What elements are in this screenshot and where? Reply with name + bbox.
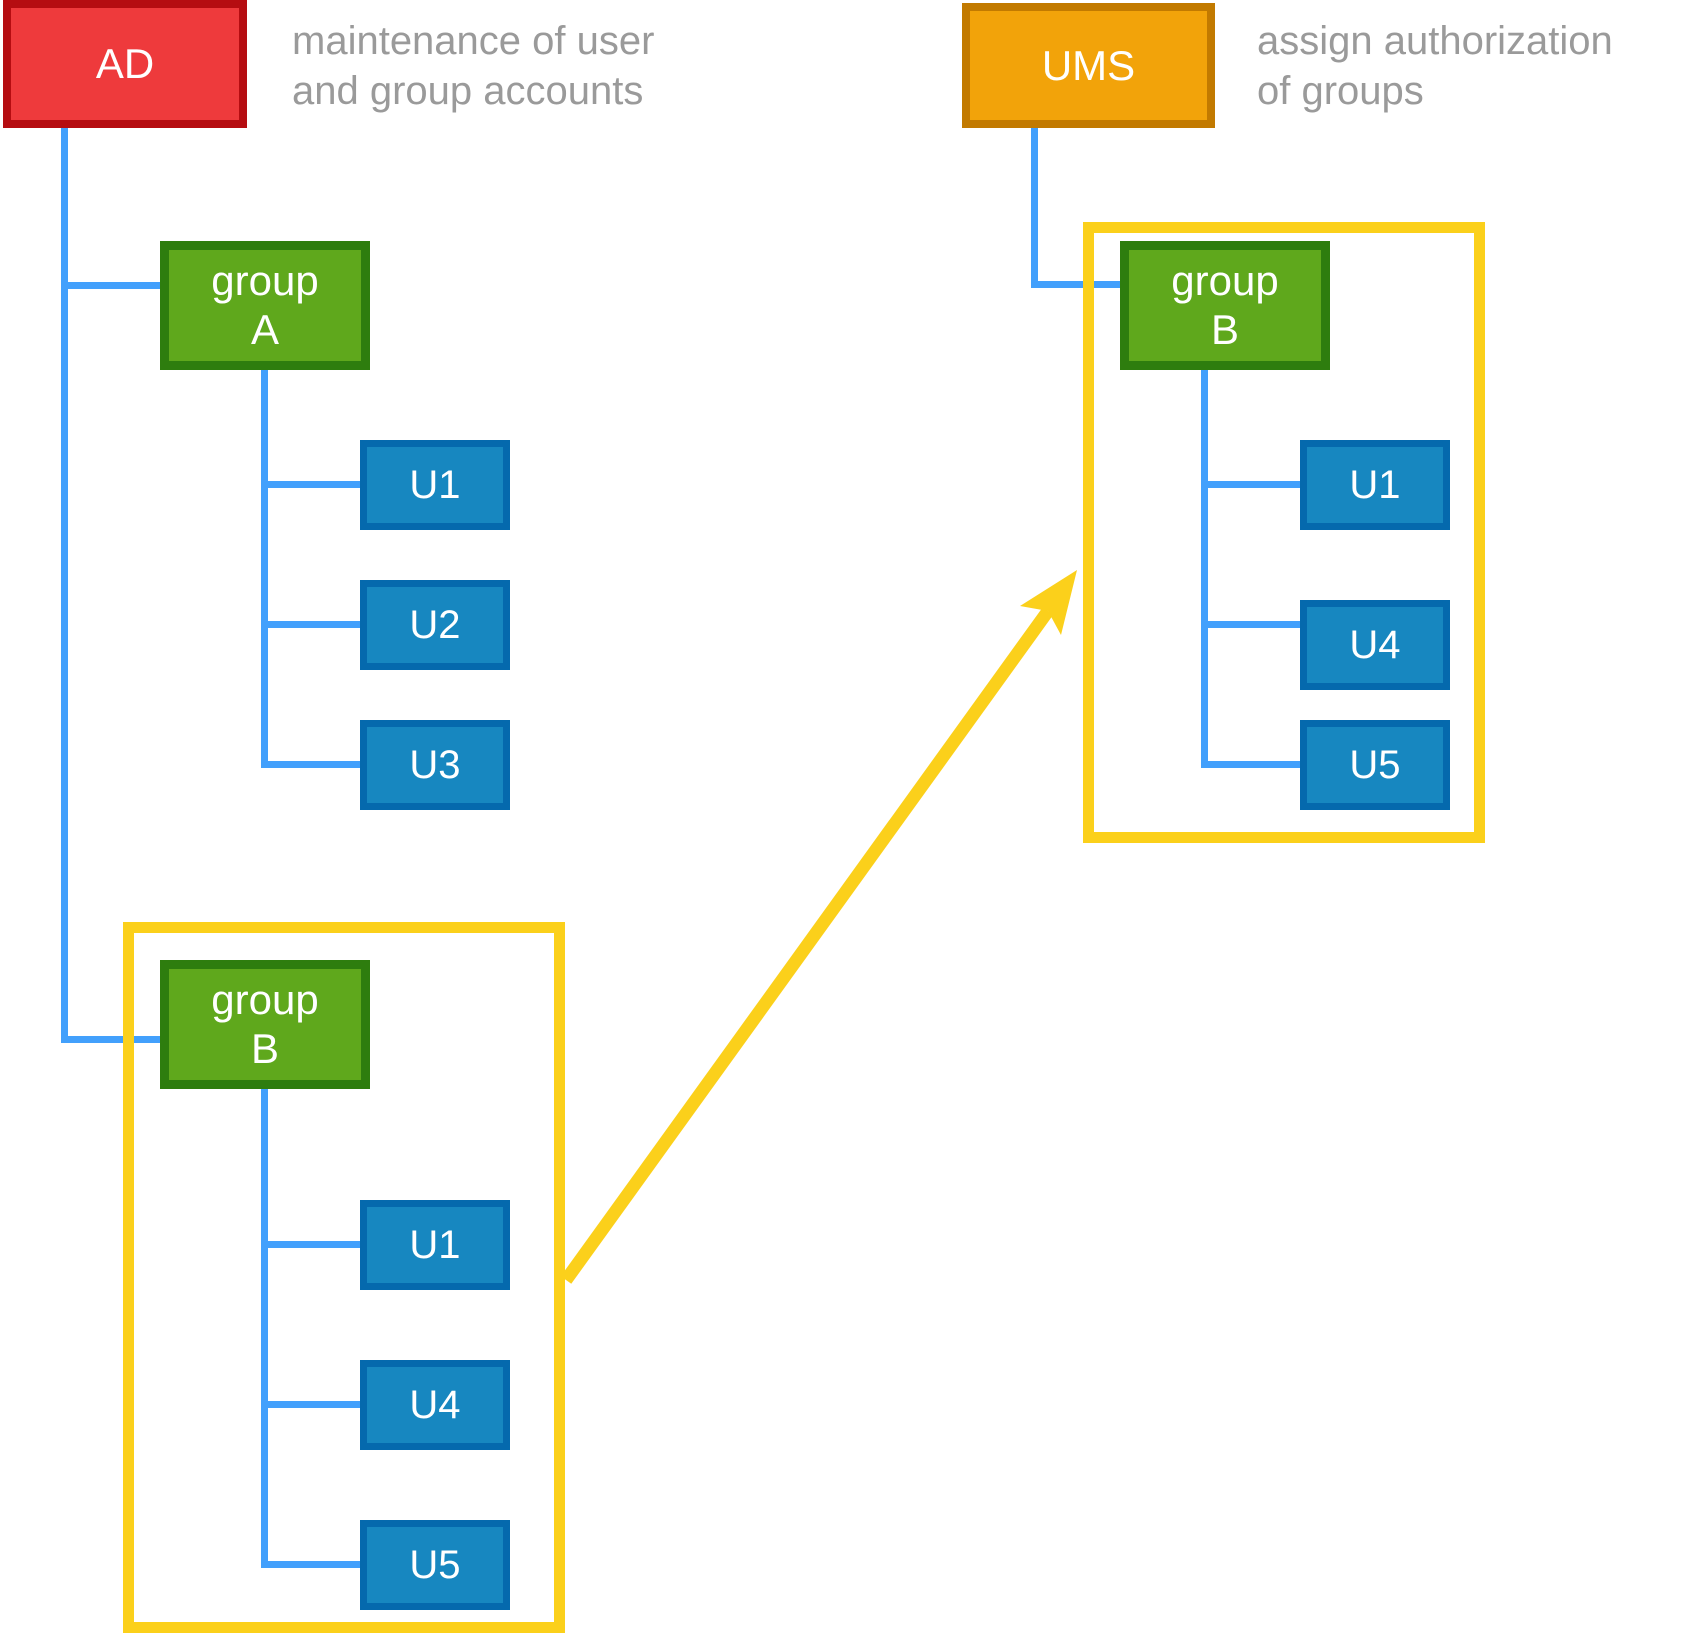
ums-node: UMS — [962, 3, 1215, 128]
user-label: U2 — [409, 602, 461, 647]
connector-group-b-right-trunk — [1201, 370, 1208, 768]
user-label: U4 — [1349, 622, 1401, 667]
ad-node-label: AD — [95, 40, 155, 87]
connector-group-b-left-trunk — [261, 1089, 268, 1568]
user-node-b-right-u5: U5 — [1300, 720, 1450, 810]
user-node-a-u1: U1 — [360, 440, 510, 530]
user-label: U5 — [409, 1542, 461, 1587]
connector-ad-to-group-b — [61, 1036, 160, 1043]
user-label: U5 — [1349, 742, 1401, 787]
group-b-right-word: group — [1171, 257, 1279, 305]
ad-caption-line2: and group accounts — [292, 69, 644, 113]
group-b-right-node: group B — [1120, 241, 1330, 370]
user-label: U1 — [409, 462, 461, 507]
connector-group-b-left-u1 — [261, 1241, 360, 1248]
group-b-left-letter: B — [250, 1024, 279, 1072]
connector-group-a-u1 — [261, 481, 360, 488]
group-a-node: group A — [160, 241, 370, 370]
connector-ad-to-group-a — [61, 282, 160, 289]
group-b-left-word: group — [211, 976, 319, 1024]
highlight-box-ums-group-b — [1083, 222, 1485, 843]
user-node-b-left-u1: U1 — [360, 1200, 510, 1290]
ad-caption-line1: maintenance of user — [292, 19, 655, 63]
user-node-b-right-u4: U4 — [1300, 600, 1450, 690]
connector-ums-down — [1031, 128, 1038, 288]
user-label: U1 — [409, 1222, 461, 1267]
user-label: U1 — [1349, 462, 1401, 507]
connector-group-b-right-u4 — [1201, 621, 1300, 628]
connector-group-b-left-u4 — [261, 1401, 360, 1408]
group-b-right-letter: B — [1210, 305, 1239, 353]
highlight-box-ad-group-b — [123, 922, 565, 1633]
group-b-left-node: group B — [160, 960, 370, 1089]
ums-node-label: UMS — [1041, 41, 1136, 89]
group-a-word: group — [211, 257, 319, 305]
ums-caption-line2: of groups — [1257, 69, 1424, 113]
connector-group-a-u2 — [261, 621, 360, 628]
user-label: U4 — [409, 1382, 461, 1427]
ad-node: AD — [3, 0, 247, 128]
user-node-b-left-u4: U4 — [360, 1360, 510, 1450]
group-a-letter: A — [250, 305, 279, 353]
user-node-a-u2: U2 — [360, 580, 510, 670]
connector-ad-trunk — [61, 128, 68, 1043]
ums-caption: assign authorization of groups — [1257, 16, 1613, 116]
connector-group-a-u3 — [261, 761, 360, 768]
connector-group-b-left-u5 — [261, 1561, 360, 1568]
user-node-b-left-u5: U5 — [360, 1520, 510, 1610]
connector-group-a-trunk — [261, 370, 268, 768]
connector-ums-to-group-b — [1031, 281, 1120, 288]
user-node-b-right-u1: U1 — [1300, 440, 1450, 530]
user-label: U3 — [409, 742, 461, 787]
ad-caption: maintenance of user and group accounts — [292, 16, 654, 116]
ums-caption-line1: assign authorization — [1257, 19, 1613, 63]
user-node-a-u3: U3 — [360, 720, 510, 810]
connector-group-b-right-u1 — [1201, 481, 1300, 488]
connector-group-b-right-u5 — [1201, 761, 1300, 768]
